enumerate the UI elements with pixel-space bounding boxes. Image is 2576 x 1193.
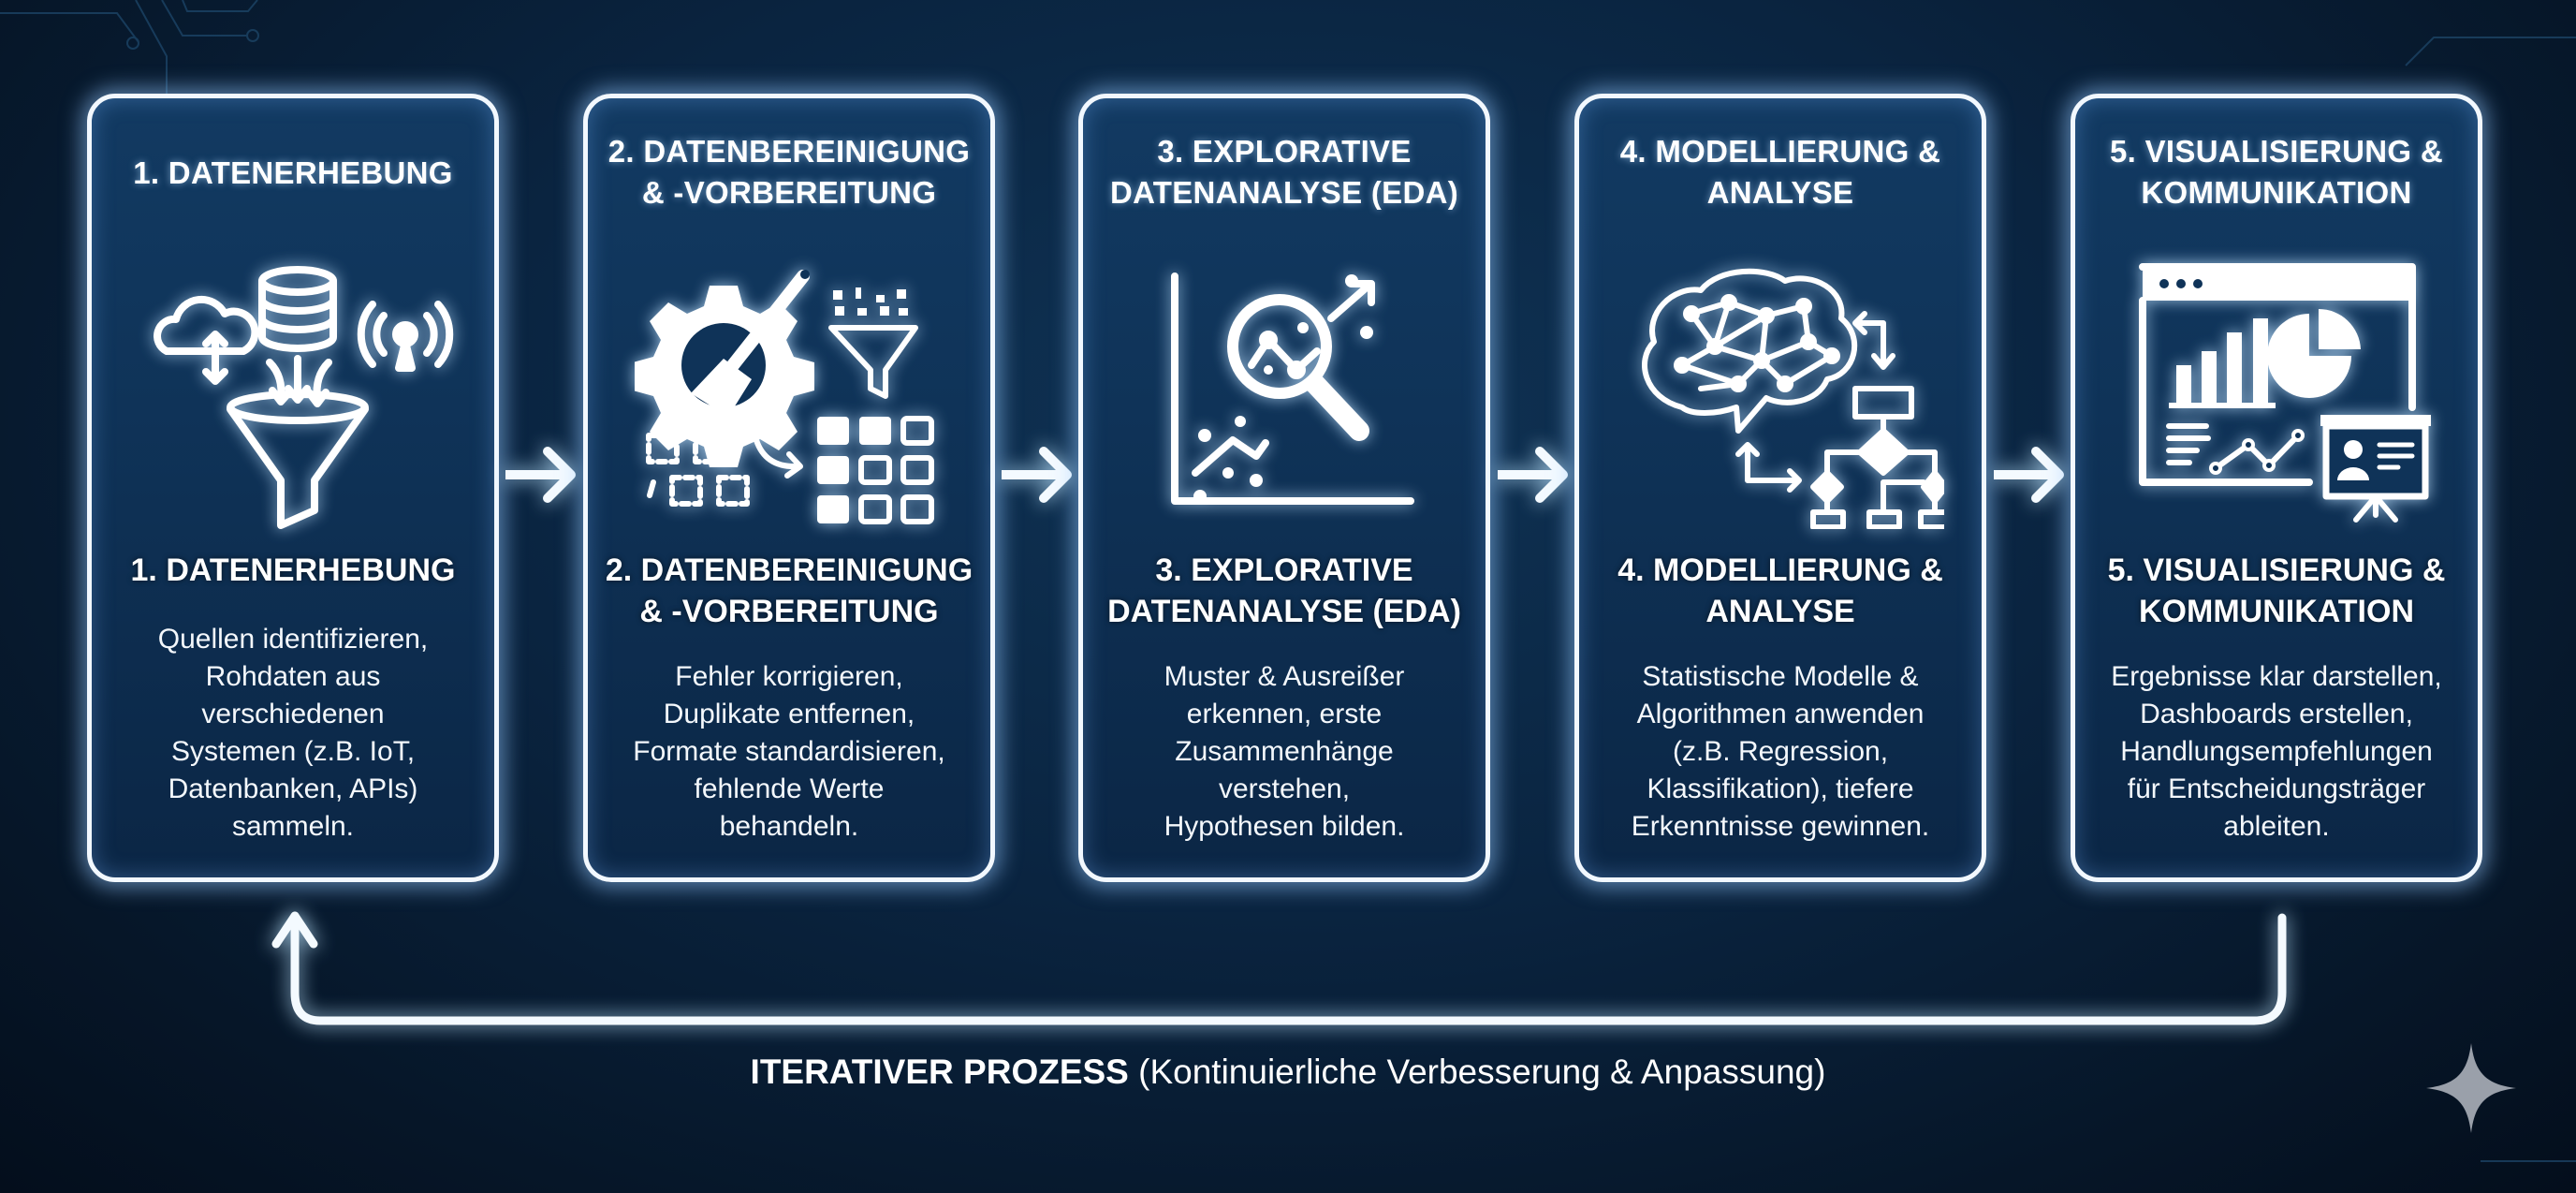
description-line: Statistische Modelle &: [1642, 661, 1919, 692]
description-line: verstehen,: [1218, 773, 1351, 804]
step-title: 4. MODELLIERUNG & ANALYSE: [1579, 131, 1982, 214]
step-title-line: 4. MODELLIERUNG &: [1619, 134, 1941, 169]
description-line: sammeln.: [231, 811, 355, 842]
step-heading: 1. DATENERHEBUNG: [92, 550, 494, 591]
arrow-right-icon: [1498, 447, 1568, 503]
description-line: Handlungsempfehlungen: [2120, 736, 2433, 767]
step-heading-line: 5. VISUALISIERUNG &: [2107, 552, 2446, 588]
arrow-right-icon: [1994, 447, 2064, 503]
description-line: Dashboards erstellen,: [2140, 699, 2413, 729]
iterative-process-caption: ITERATIVER PROZESS (Kontinuierliche Verb…: [0, 1051, 2576, 1094]
step-title-line: DATENANALYSE (EDA): [1109, 175, 1459, 210]
step-card-5: 5. VISUALISIERUNG & KOMMUNIKATION: [2071, 94, 2482, 882]
description-line: für Entscheidungsträger: [2127, 773, 2426, 804]
step-title-line: 3. EXPLORATIVE: [1157, 134, 1412, 169]
description-line: Formate standardisieren,: [633, 736, 945, 767]
description-line: behandeln.: [719, 811, 859, 842]
iteration-loop-arrow-icon: [271, 911, 2287, 1025]
description-line: fehlende Werte: [694, 773, 885, 804]
description-line: Duplikate entfernen,: [663, 699, 915, 729]
caption-normal: (Kontinuierliche Verbesserung & Anpassun…: [1128, 1053, 1826, 1091]
step-title-line: KOMMUNIKATION: [2141, 175, 2412, 210]
step-card-4: 4. MODELLIERUNG & ANALYSE 4. MODELLIERUN…: [1574, 94, 1986, 882]
description-line: Algorithmen anwenden: [1636, 699, 1925, 729]
step-heading-line: 1. DATENERHEBUNG: [130, 552, 456, 588]
step-card-2: 2. DATENBEREINIGUNG & -VORBEREITUNG: [583, 94, 995, 882]
step-title: 3. EXPLORATIVE DATENANALYSE (EDA): [1083, 131, 1486, 214]
step-heading: 2. DATENBEREINIGUNG & -VORBEREITUNG: [588, 550, 990, 632]
step-heading: 3. EXPLORATIVE DATENANALYSE (EDA): [1083, 550, 1486, 632]
step-heading-line: ANALYSE: [1705, 594, 1855, 629]
description-line: Rohdaten aus: [205, 661, 381, 692]
step-heading: 4. MODELLIERUNG & ANALYSE: [1579, 550, 1982, 632]
description-line: verschiedenen: [201, 699, 385, 729]
step-title-line: 5. VISUALISIERUNG &: [2110, 134, 2443, 169]
step-description: Ergebnisse klar darstellen, Dashboards e…: [2083, 658, 2470, 846]
step-description: Fehler korrigieren, Duplikate entfernen,…: [607, 658, 972, 846]
step-heading-line: 2. DATENBEREINIGUNG: [605, 552, 973, 588]
caption-bold: ITERATIVER PROZESS: [750, 1053, 1129, 1091]
description-line: Quellen identifizieren,: [157, 624, 429, 655]
description-line: Erkenntnisse gewinnen.: [1631, 811, 1930, 842]
description-line: Systemen (z.B. IoT,: [170, 736, 416, 767]
step-title-line: 2. DATENBEREINIGUNG: [607, 134, 971, 169]
step-card-1: 1. DATENERHEBUNG 1. DATENERHEBUNG Quelle…: [87, 94, 499, 882]
description-line: erkennen, erste: [1186, 699, 1383, 729]
description-line: Muster & Ausreißer: [1164, 661, 1405, 692]
description-line: Ergebnisse klar darstellen,: [2111, 661, 2442, 692]
description-line: (z.B. Regression,: [1672, 736, 1889, 767]
sparkle-icon: [2426, 1043, 2516, 1133]
step-heading-line: KOMMUNIKATION: [2139, 594, 2414, 629]
step-title-line: 1. DATENERHEBUNG: [133, 155, 453, 190]
description-line: Klassifikation), tiefere: [1647, 773, 1914, 804]
description-line: Datenbanken, APIs): [168, 773, 418, 804]
step-heading-line: 3. EXPLORATIVE: [1155, 552, 1413, 588]
brain-flowchart-icon: [1642, 268, 1944, 529]
step-title-line: & -VORBEREITUNG: [641, 175, 937, 210]
step-description: Muster & Ausreißer erkennen, erste Zusam…: [1102, 658, 1467, 846]
description-line: ableiten.: [2223, 811, 2330, 842]
step-title: 5. VISUALISIERUNG & KOMMUNIKATION: [2075, 131, 2478, 214]
description-line: Fehler korrigieren,: [675, 661, 903, 692]
step-description: Quellen identifizieren, Rohdaten aus ver…: [110, 621, 476, 846]
step-title: 2. DATENBEREINIGUNG & -VORBEREITUNG: [588, 131, 990, 214]
description-line: Zusammenhänge: [1175, 736, 1394, 767]
step-heading-line: DATENANALYSE (EDA): [1107, 594, 1461, 629]
description-line: Hypothesen bilden.: [1164, 811, 1405, 842]
arrow-right-icon: [505, 447, 576, 503]
gear-brush-cleaning-icon: [635, 270, 934, 524]
magnifier-chart-icon: [1171, 272, 1414, 505]
step-card-3: 3. EXPLORATIVE DATENANALYSE (EDA) 3. EXP…: [1078, 94, 1490, 882]
step-description: Statistische Modelle & Algorithmen anwen…: [1598, 658, 1963, 846]
funnel-data-sources-icon: [154, 266, 454, 529]
step-heading-line: 4. MODELLIERUNG &: [1617, 552, 1943, 588]
step-heading: 5. VISUALISIERUNG & KOMMUNIKATION: [2075, 550, 2478, 632]
dashboard-presentation-icon: [2139, 263, 2431, 523]
step-title-line: ANALYSE: [1706, 175, 1854, 210]
step-heading-line: & -VORBEREITUNG: [639, 594, 939, 629]
arrow-right-icon: [1002, 447, 1072, 503]
step-title: 1. DATENERHEBUNG: [92, 153, 494, 194]
